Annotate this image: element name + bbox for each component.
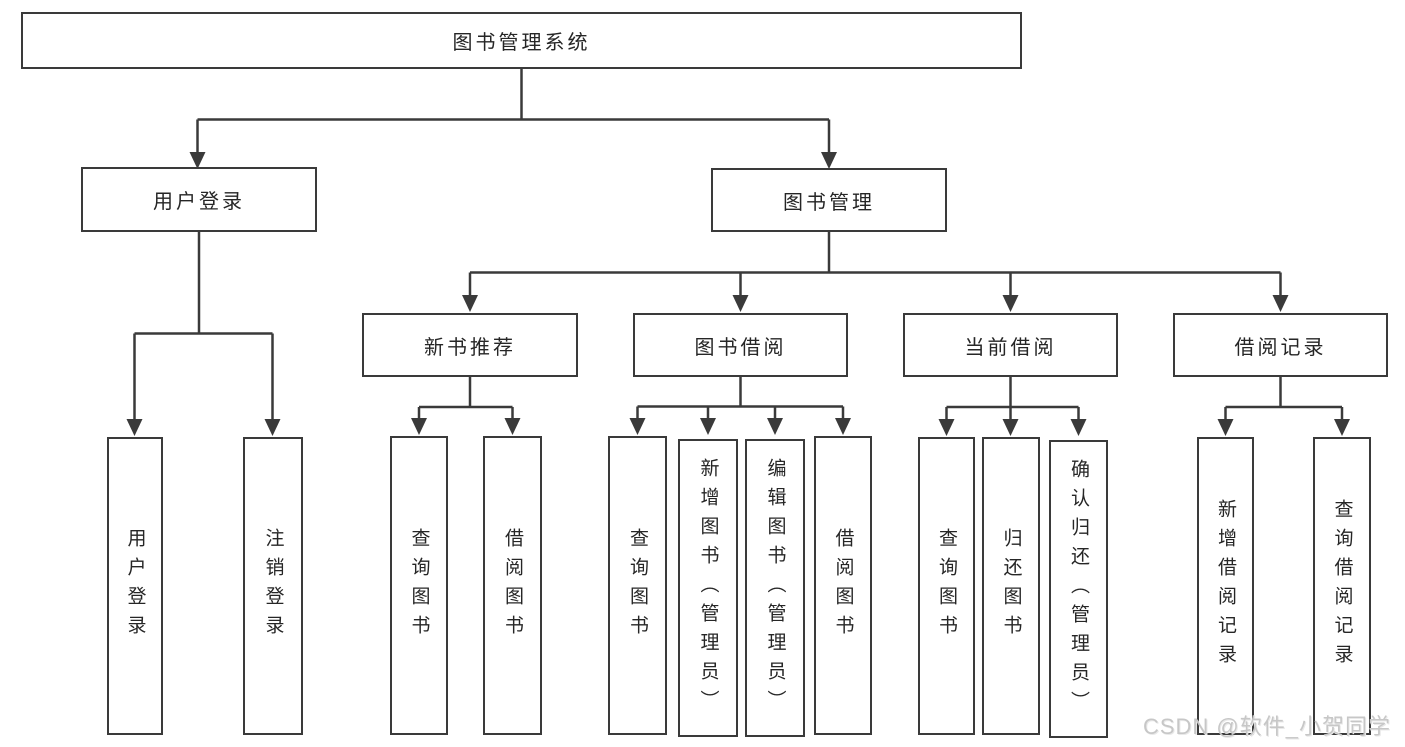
leaf-user-login-label: 用户登录 <box>124 528 146 644</box>
node-book-borrowing-label: 图书借阅 <box>694 336 787 359</box>
node-library-system-label: 图书管理系统 <box>452 32 591 54</box>
leaf-records-query-record-label: 查询借阅记录 <box>1331 499 1353 673</box>
leaf-records-add-record: 新增借阅记录 <box>1197 437 1254 735</box>
node-current-borrowing: 当前借阅 <box>903 313 1118 377</box>
node-user-login: 用户登录 <box>81 167 317 232</box>
leaf-current-confirm-return-admin-label: 确认归还（管理员） <box>1068 458 1089 720</box>
leaf-borrowing-query-books-label: 查询图书 <box>627 527 648 644</box>
leaf-newbook-borrow-books-label: 借阅图书 <box>502 527 523 644</box>
node-borrowing-records-label: 借阅记录 <box>1234 336 1327 359</box>
leaf-borrowing-borrow-books: 借阅图书 <box>814 436 872 735</box>
node-new-book-recommend: 新书推荐 <box>362 313 578 377</box>
leaf-borrowing-borrow-books-label: 借阅图书 <box>832 527 854 644</box>
node-user-login-label: 用户登录 <box>153 191 245 213</box>
node-current-borrowing-label: 当前借阅 <box>964 336 1057 359</box>
leaf-newbook-borrow-books: 借阅图书 <box>483 436 542 735</box>
leaf-newbook-query-books-label: 查询图书 <box>408 527 430 644</box>
leaf-borrowing-add-books-admin: 新增图书（管理员） <box>678 439 738 737</box>
leaf-borrowing-edit-books-admin-label: 编辑图书（管理员） <box>764 457 786 719</box>
leaf-logout-login-label: 注销登录 <box>262 528 284 644</box>
leaf-borrowing-query-books: 查询图书 <box>608 436 667 735</box>
leaf-user-login: 用户登录 <box>107 437 163 735</box>
node-new-book-recommend-label: 新书推荐 <box>424 336 516 359</box>
leaf-current-query-books: 查询图书 <box>918 437 975 735</box>
leaf-current-return-books: 归还图书 <box>982 437 1040 735</box>
leaf-borrowing-edit-books-admin: 编辑图书（管理员） <box>745 439 805 737</box>
node-book-management-label: 图书管理 <box>783 191 875 214</box>
csdn-watermark: CSDN @软件_小贺同学 <box>1142 714 1391 739</box>
node-library-system: 图书管理系统 <box>21 12 1022 69</box>
leaf-borrowing-add-books-admin-label: 新增图书（管理员） <box>697 457 719 719</box>
leaf-records-query-record: 查询借阅记录 <box>1313 437 1371 735</box>
arrowheads <box>126 152 1350 436</box>
node-book-borrowing: 图书借阅 <box>633 313 848 377</box>
leaf-current-query-books-label: 查询图书 <box>936 528 957 644</box>
leaf-logout-login: 注销登录 <box>243 437 303 735</box>
leaf-current-return-books-label: 归还图书 <box>1000 528 1022 644</box>
leaf-records-add-record-label: 新增借阅记录 <box>1215 499 1236 673</box>
leaf-current-confirm-return-admin: 确认归还（管理员） <box>1049 440 1108 738</box>
node-borrowing-records: 借阅记录 <box>1173 313 1388 377</box>
leaf-newbook-query-books: 查询图书 <box>390 436 448 735</box>
node-book-management: 图书管理 <box>711 168 947 232</box>
